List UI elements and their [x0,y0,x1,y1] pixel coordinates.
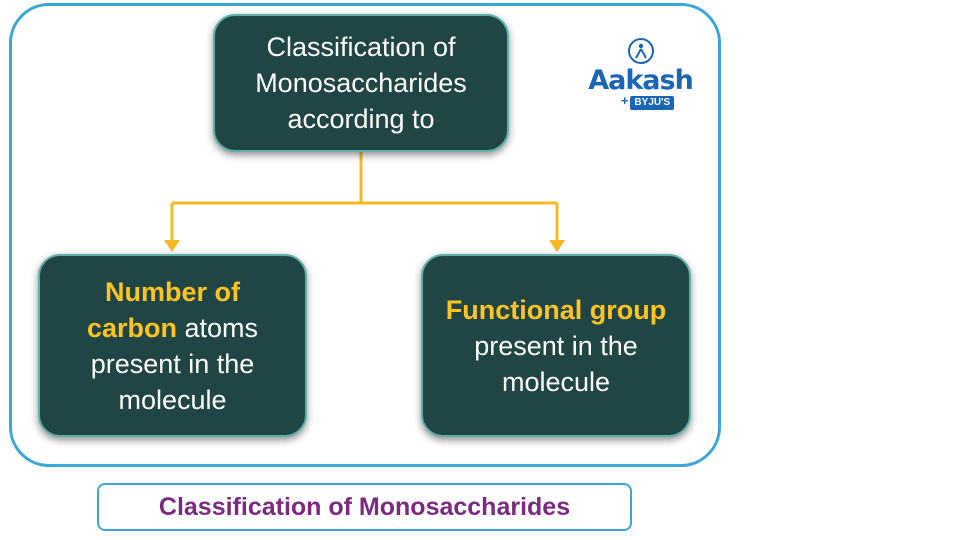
left-line-3: present in the [90,348,255,379]
right-line-2: present in the [474,330,638,361]
left-highlight-1: Number of [105,276,240,307]
logo-byjus-badge: BYJU'S [630,96,675,110]
aakash-logo-icon [627,38,654,64]
carbon-atoms-node: Number of carbon atoms present in the mo… [38,254,307,437]
caption: Classification of Monosaccharides [97,483,632,531]
left-line-2: carbon atoms [87,310,258,346]
right-highlight: Functional group [445,294,667,325]
root-line-2: Monosaccharides [255,68,467,98]
root-node: Classification of Monosaccharides accord… [213,14,509,152]
right-line-3: molecule [501,366,611,397]
left-highlight-2: carbon [86,312,177,343]
left-line-2-rest: atoms [177,312,259,343]
aakash-logo: Aakash +BYJU'S [583,38,698,123]
root-line-3: according to [287,104,435,134]
root-line-1: Classification of [266,32,456,62]
arrow-down-icon [549,240,565,252]
functional-group-node: Functional group present in the molecule [421,254,691,437]
logo-sub-row: +BYJU'S [583,93,698,114]
left-line-4: molecule [118,384,227,415]
logo-wordmark: Aakash [588,65,694,96]
arrow-down-icon [164,240,180,252]
logo-plus: + [620,93,629,108]
